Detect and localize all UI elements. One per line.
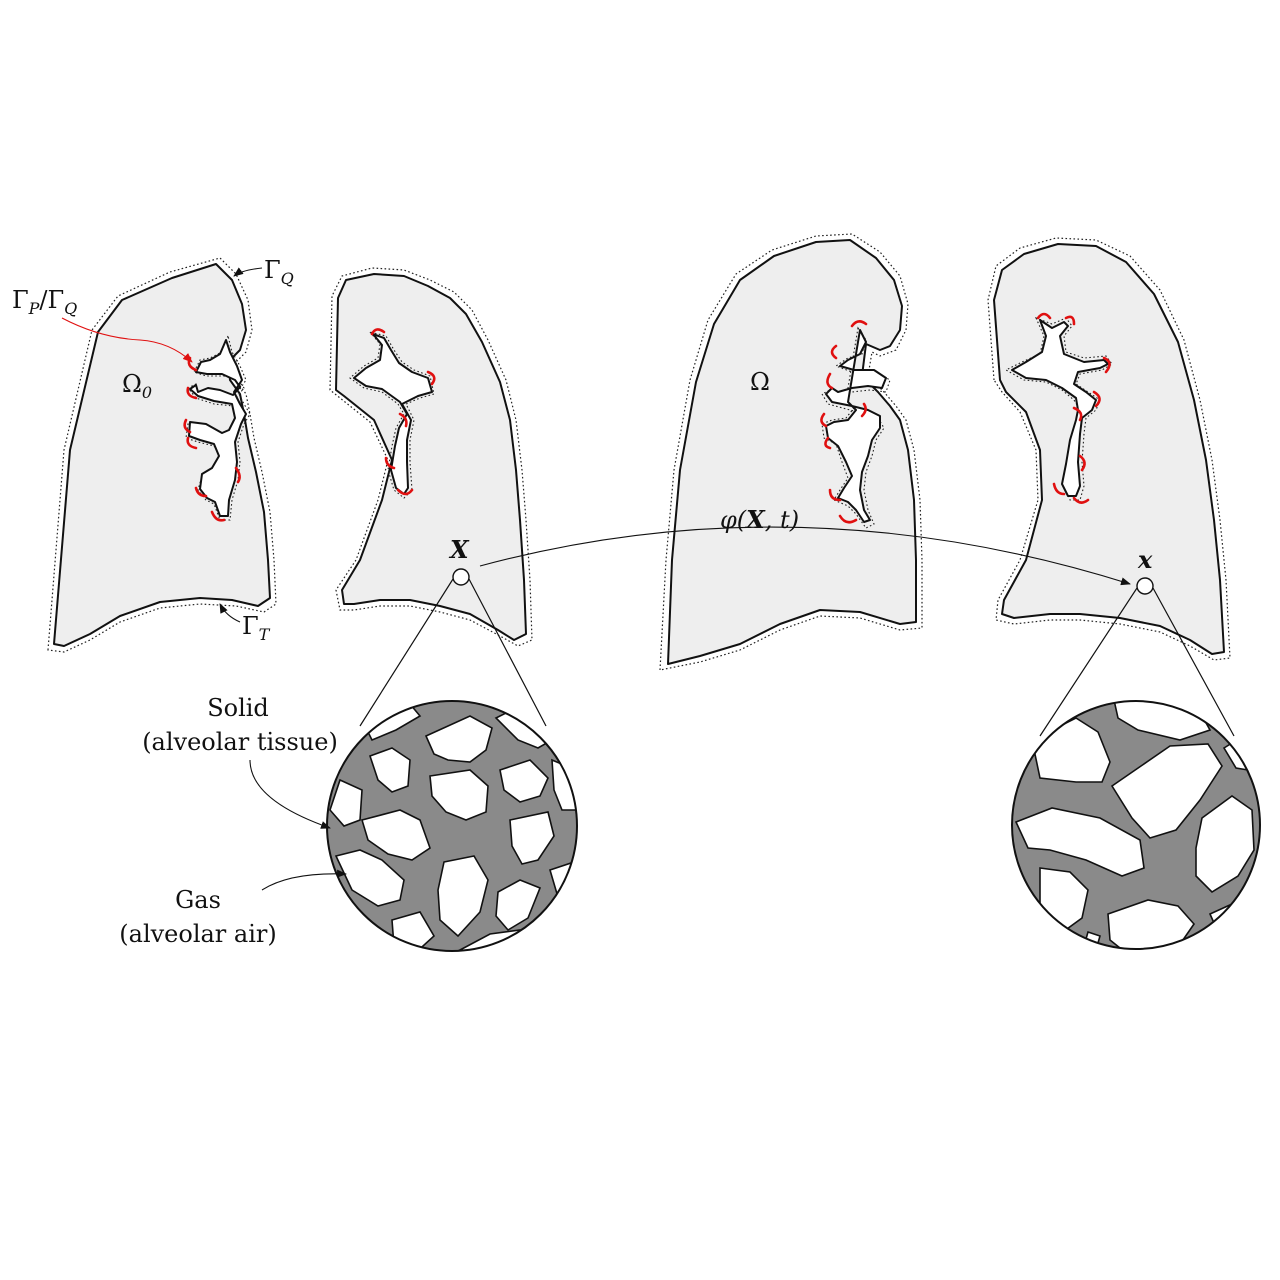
reference-right-lung (329, 267, 533, 647)
point-X-label: X (448, 535, 470, 564)
gamma-pq-label: ΓP/ΓQ (12, 286, 193, 363)
current-right-lung (987, 237, 1231, 661)
svg-text:ΓP/ΓQ: ΓP/ΓQ (12, 286, 77, 318)
point-x-label: x (1137, 545, 1153, 574)
current-left-lung (659, 233, 923, 671)
mapping-label: φ(X, t) (720, 505, 799, 534)
omega-label: Ω (750, 368, 770, 396)
svg-text:ΓT: ΓT (242, 612, 271, 644)
svg-text:Solid: Solid (207, 694, 269, 722)
current-point: x (1039, 545, 1235, 737)
solid-label: Solid (alveolar tissue) (142, 694, 338, 829)
omega0-label: Ω0 (122, 370, 152, 402)
svg-text:Gas: Gas (175, 886, 221, 914)
svg-text:(alveolar air): (alveolar air) (119, 920, 276, 948)
microstructure-reference (326, 700, 578, 952)
gamma-q-label: ΓQ (233, 256, 294, 288)
svg-text:(alveolar tissue): (alveolar tissue) (142, 728, 338, 756)
current-configuration: Ω (659, 233, 1231, 671)
reference-point: X (359, 535, 547, 727)
reference-configuration: ΓQ ΓP/ΓQ Ω0 ΓT (12, 256, 533, 653)
svg-text:ΓQ: ΓQ (264, 256, 294, 288)
mapping-arrow: φ(X, t) (479, 505, 1131, 586)
reference-left-lung (47, 257, 277, 653)
gas-label: Gas (alveolar air) (119, 869, 347, 948)
gamma-t-label: ΓT (219, 603, 271, 644)
microstructure-current (1011, 700, 1261, 950)
